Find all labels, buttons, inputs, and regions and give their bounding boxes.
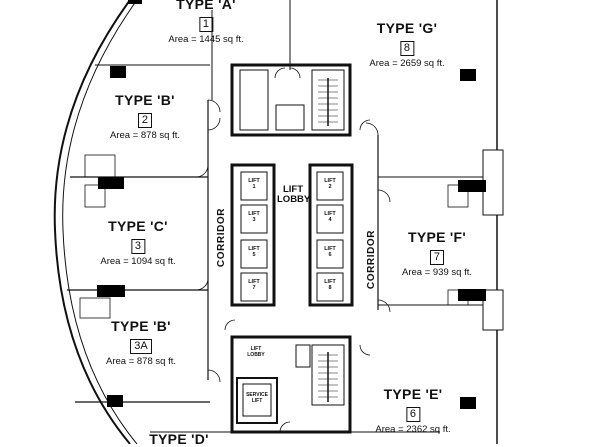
unit-type-label: TYPE 'B': [111, 318, 171, 334]
column: [97, 285, 125, 297]
unit-number: 6: [405, 407, 421, 422]
lift-lobby-small-label: LIFT LOBBY: [247, 346, 265, 358]
lift-lobby-label: LIFT LOBBY: [277, 184, 311, 205]
unit-type-f: TYPE 'F' 7 Area = 939 sq ft.: [402, 229, 472, 278]
unit-type-a: TYPE 'A' 1 Area = 1445 sq ft.: [168, 0, 243, 45]
unit-number: 8: [399, 41, 415, 56]
unit-type-g: TYPE 'G' 8 Area = 2659 sq ft.: [369, 20, 444, 69]
unit-number: 3: [130, 239, 146, 254]
unit-type-b-2: TYPE 'B' 2 Area = 878 sq ft.: [110, 92, 180, 141]
unit-type-label: TYPE 'B': [115, 92, 175, 108]
curved-facade-wall: [53, 0, 131, 444]
column: [460, 69, 476, 81]
unit-number: 7: [429, 250, 445, 265]
column: [98, 177, 124, 189]
unit-number: 1: [198, 17, 214, 32]
unit-type-d: TYPE 'D': [149, 431, 209, 447]
column: [460, 397, 476, 409]
column: [458, 180, 486, 192]
unit-type-label: TYPE 'G': [376, 20, 438, 36]
lift-bank-left: [230, 163, 276, 307]
unit-area: Area = 2362 sq ft.: [375, 424, 451, 435]
unit-type-label: TYPE 'C': [108, 218, 168, 234]
column: [107, 395, 123, 407]
unit-area: Area = 939 sq ft.: [402, 267, 472, 278]
unit-type-label: TYPE 'D': [149, 431, 209, 447]
unit-area: Area = 1094 sq ft.: [100, 256, 176, 267]
unit-area: Area = 878 sq ft.: [106, 356, 176, 367]
unit-type-label: TYPE 'E': [383, 386, 443, 402]
unit-area: Area = 1445 sq ft.: [168, 34, 244, 45]
corridor-left-label: CORRIDOR: [216, 207, 228, 268]
unit-type-label: TYPE 'A': [176, 0, 236, 12]
column: [110, 66, 126, 78]
unit-area: Area = 2659 sq ft.: [369, 58, 445, 69]
corridor-right-label: CORRIDOR: [366, 229, 378, 290]
column: [458, 289, 486, 301]
unit-type-e: TYPE 'E' 6 Area = 2362 sq ft.: [375, 386, 450, 435]
unit-number: 2: [137, 113, 153, 128]
column: [128, 0, 142, 4]
unit-type-c: TYPE 'C' 3 Area = 1094 sq ft.: [100, 218, 175, 267]
service-lift-label: SERVICE LIFT: [246, 392, 268, 404]
unit-type-b-3a: TYPE 'B' 3A Area = 878 sq ft.: [106, 318, 176, 367]
unit-type-label: TYPE 'F': [407, 229, 467, 245]
unit-area: Area = 878 sq ft.: [110, 130, 180, 141]
lift-bank-right: [308, 163, 354, 307]
unit-number: 3A: [130, 339, 152, 354]
